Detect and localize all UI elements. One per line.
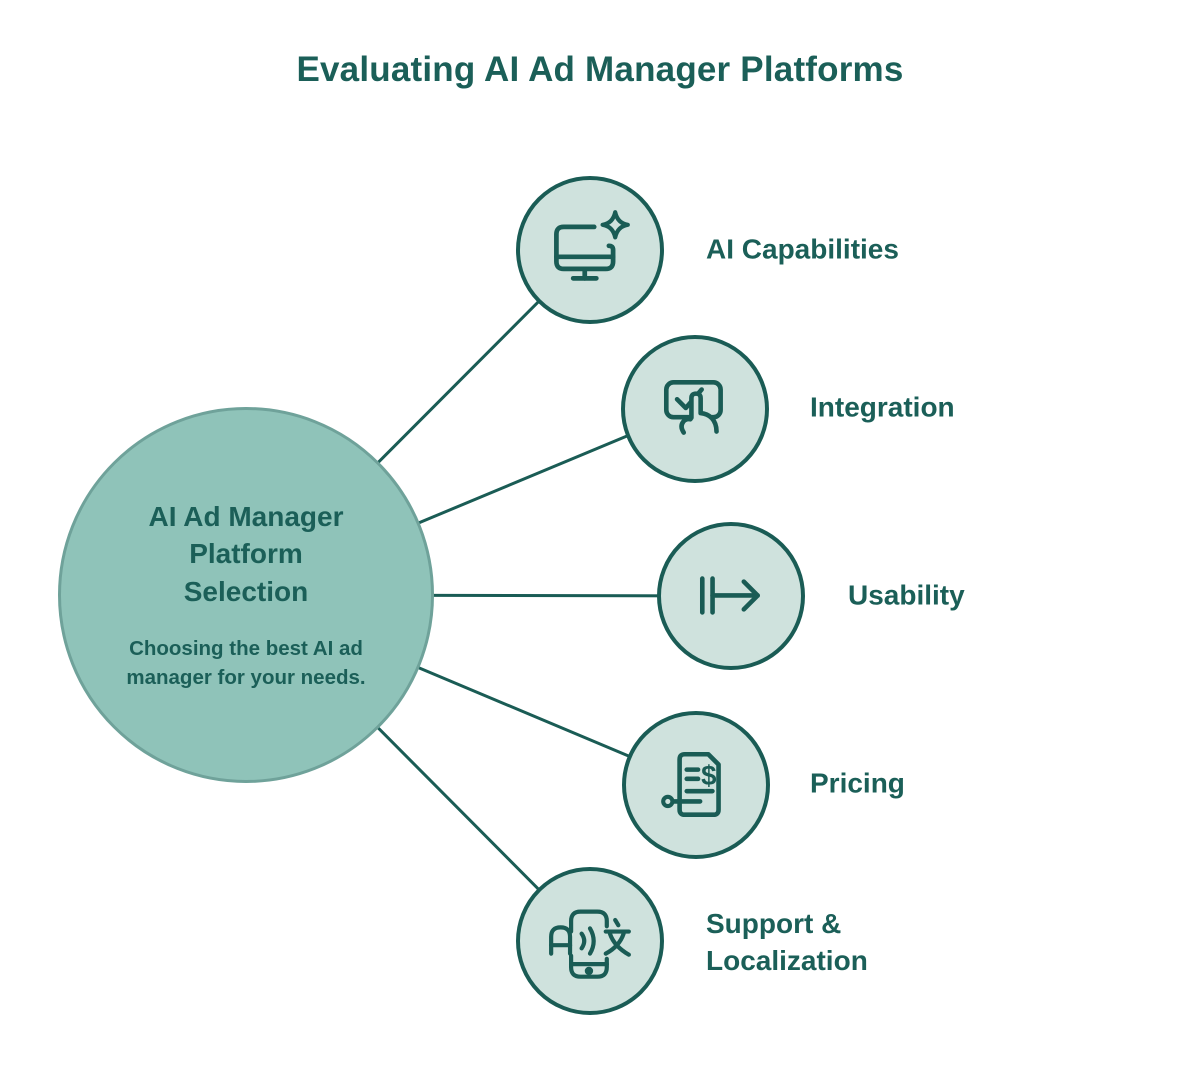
monitor-sparkle-icon bbox=[554, 210, 630, 281]
center-node-title: AI Ad Manager Platform Selection bbox=[148, 500, 344, 607]
invoice-dollar-icon: $ bbox=[661, 751, 721, 818]
node-pricing: $ bbox=[622, 711, 770, 859]
label-ai-capabilities: AI Capabilities bbox=[706, 233, 899, 265]
arrow-right-icon bbox=[699, 576, 760, 615]
svg-text:$: $ bbox=[701, 760, 716, 791]
node-ai-capabilities bbox=[516, 176, 664, 324]
center-node: AI Ad Manager Platform Selection Choosin… bbox=[58, 407, 434, 783]
node-integration bbox=[621, 335, 769, 483]
page-title: Evaluating AI Ad Manager Platforms bbox=[296, 50, 904, 89]
label-integration: Integration bbox=[810, 391, 955, 423]
tap-checkbox-icon bbox=[663, 380, 723, 435]
node-support-localization bbox=[516, 867, 664, 1015]
label-support-localization: Support & Localization bbox=[706, 908, 868, 976]
node-usability bbox=[657, 522, 805, 670]
label-pricing: Pricing bbox=[810, 767, 905, 799]
translate-phone-icon bbox=[549, 909, 631, 979]
center-node-subtitle: Choosing the best AI ad manager for your… bbox=[126, 637, 366, 689]
label-usability: Usability bbox=[848, 579, 965, 611]
